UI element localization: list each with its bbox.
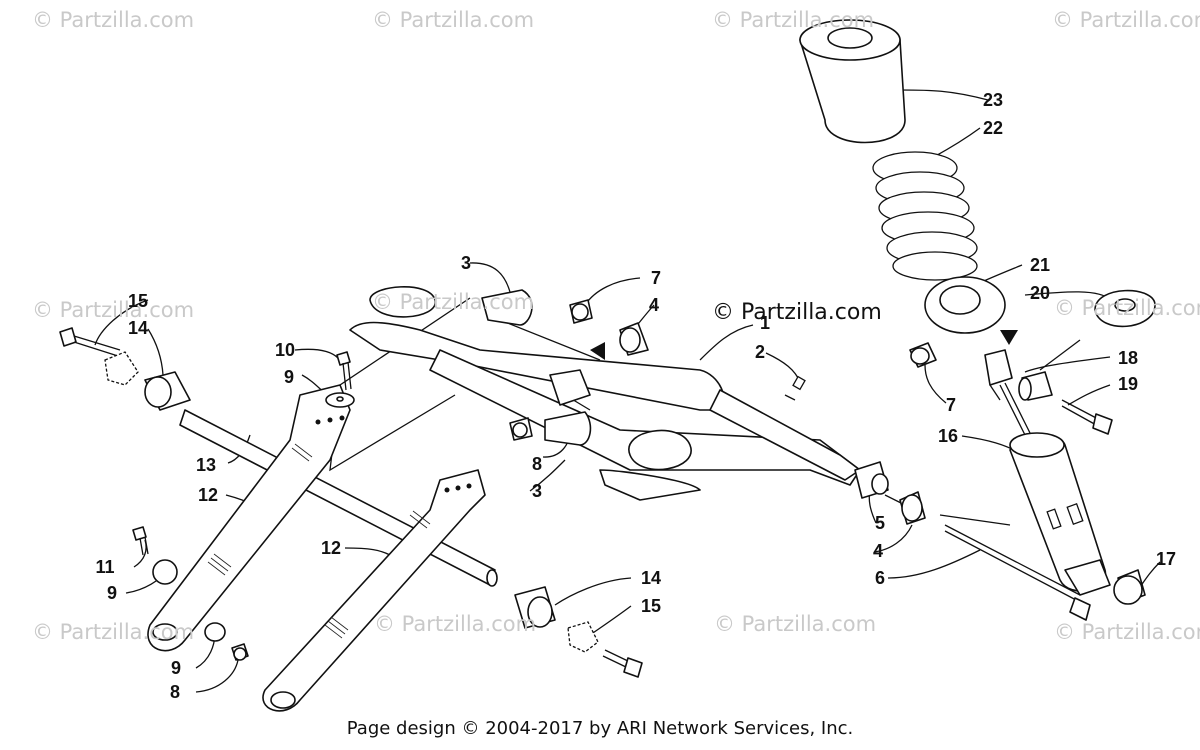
part-20-washer: [1094, 289, 1156, 328]
part-7-nut-right: [909, 342, 937, 368]
watermark: © Partzilla.com: [714, 612, 877, 636]
callout-15-left[interactable]: 15: [127, 291, 149, 311]
watermark: © Partzilla.com: [712, 8, 875, 32]
part-11-bolt: [132, 526, 149, 556]
part-17-bushing: [1113, 569, 1146, 605]
callout-13[interactable]: 13: [195, 455, 217, 475]
part-15-bolt-left: [59, 327, 139, 386]
callout-6[interactable]: 6: [874, 568, 886, 588]
callout-14-right[interactable]: 14: [640, 568, 662, 588]
callout-2[interactable]: 2: [754, 342, 766, 362]
callout-9-mid[interactable]: 9: [106, 583, 118, 603]
callout-5[interactable]: 5: [874, 513, 886, 533]
part-9-washer-lower: [204, 622, 226, 642]
callout-10[interactable]: 10: [274, 340, 296, 360]
callout-15-right[interactable]: 15: [640, 596, 662, 616]
part-19-bolt: [1061, 399, 1113, 435]
watermark: © Partzilla.com: [372, 290, 535, 314]
direction-markers: [590, 330, 1018, 360]
callout-16[interactable]: 16: [937, 426, 959, 446]
callout-4-lower[interactable]: 4: [872, 541, 884, 561]
part-4-bushing-lower: [899, 491, 926, 525]
part-22-spring: [872, 151, 978, 281]
part-18-spacer: [1018, 371, 1053, 401]
callout-3-upper[interactable]: 3: [460, 253, 472, 273]
callout-1[interactable]: 1: [759, 313, 771, 333]
part-15-bolt-right: [567, 621, 643, 678]
callout-8-upper[interactable]: 8: [531, 454, 543, 474]
callout-20[interactable]: 20: [1029, 283, 1051, 303]
callout-14-left[interactable]: 14: [127, 318, 149, 338]
part-8-nut-upper: [509, 417, 533, 441]
callout-4-upper[interactable]: 4: [648, 295, 660, 315]
watermark: © Partzilla.com: [1054, 296, 1200, 320]
watermark: © Partzilla.com: [1054, 620, 1200, 644]
part-12-link-left: [147, 384, 351, 652]
watermark-center: © Partzilla.com: [712, 300, 882, 325]
watermark: © Partzilla.com: [32, 298, 195, 322]
callout-8-lower[interactable]: 8: [169, 682, 181, 702]
callout-19[interactable]: 19: [1117, 374, 1139, 394]
part-1-a-arm: [349, 286, 889, 501]
part-4-bushing-upper: [619, 322, 649, 356]
callout-7-right[interactable]: 7: [945, 395, 957, 415]
watermark: © Partzilla.com: [1052, 8, 1200, 32]
callout-18[interactable]: 18: [1117, 348, 1139, 368]
watermark: © Partzilla.com: [32, 8, 195, 32]
callout-12-left[interactable]: 12: [197, 485, 219, 505]
part-12-link-right: [262, 469, 486, 712]
part-23-shock-boot: [799, 19, 906, 144]
part-9-washer-upper: [325, 392, 355, 408]
part-8-nut-lower: [231, 643, 249, 661]
part-16-shock-absorber: [984, 349, 1111, 596]
watermark: © Partzilla.com: [372, 8, 535, 32]
callout-9-upper[interactable]: 9: [283, 367, 295, 387]
callout-17[interactable]: 17: [1155, 549, 1177, 569]
callout-9-lower[interactable]: 9: [170, 658, 182, 678]
part-14-bushing-left: [144, 371, 191, 411]
callout-3-lower[interactable]: 3: [531, 481, 543, 501]
callout-23[interactable]: 23: [982, 90, 1004, 110]
watermark: © Partzilla.com: [32, 620, 195, 644]
callout-7-left[interactable]: 7: [650, 268, 662, 288]
part-6-long-bolt: [944, 524, 1091, 621]
footer-credit: Page design © 2004-2017 by ARI Network S…: [346, 718, 854, 739]
callout-12-right[interactable]: 12: [320, 538, 342, 558]
callout-11[interactable]: 11: [95, 557, 115, 577]
part-9-washer-mid: [152, 559, 178, 585]
watermark: © Partzilla.com: [374, 612, 537, 636]
part-21-spring-retainer: [924, 276, 1006, 334]
part-3-bushings: [481, 289, 592, 446]
callout-22[interactable]: 22: [982, 118, 1004, 138]
part-7-nut-left: [569, 299, 593, 324]
part-14-bushing-right: [514, 586, 556, 629]
part-10-bolt: [336, 351, 352, 391]
callout-21[interactable]: 21: [1029, 255, 1051, 275]
